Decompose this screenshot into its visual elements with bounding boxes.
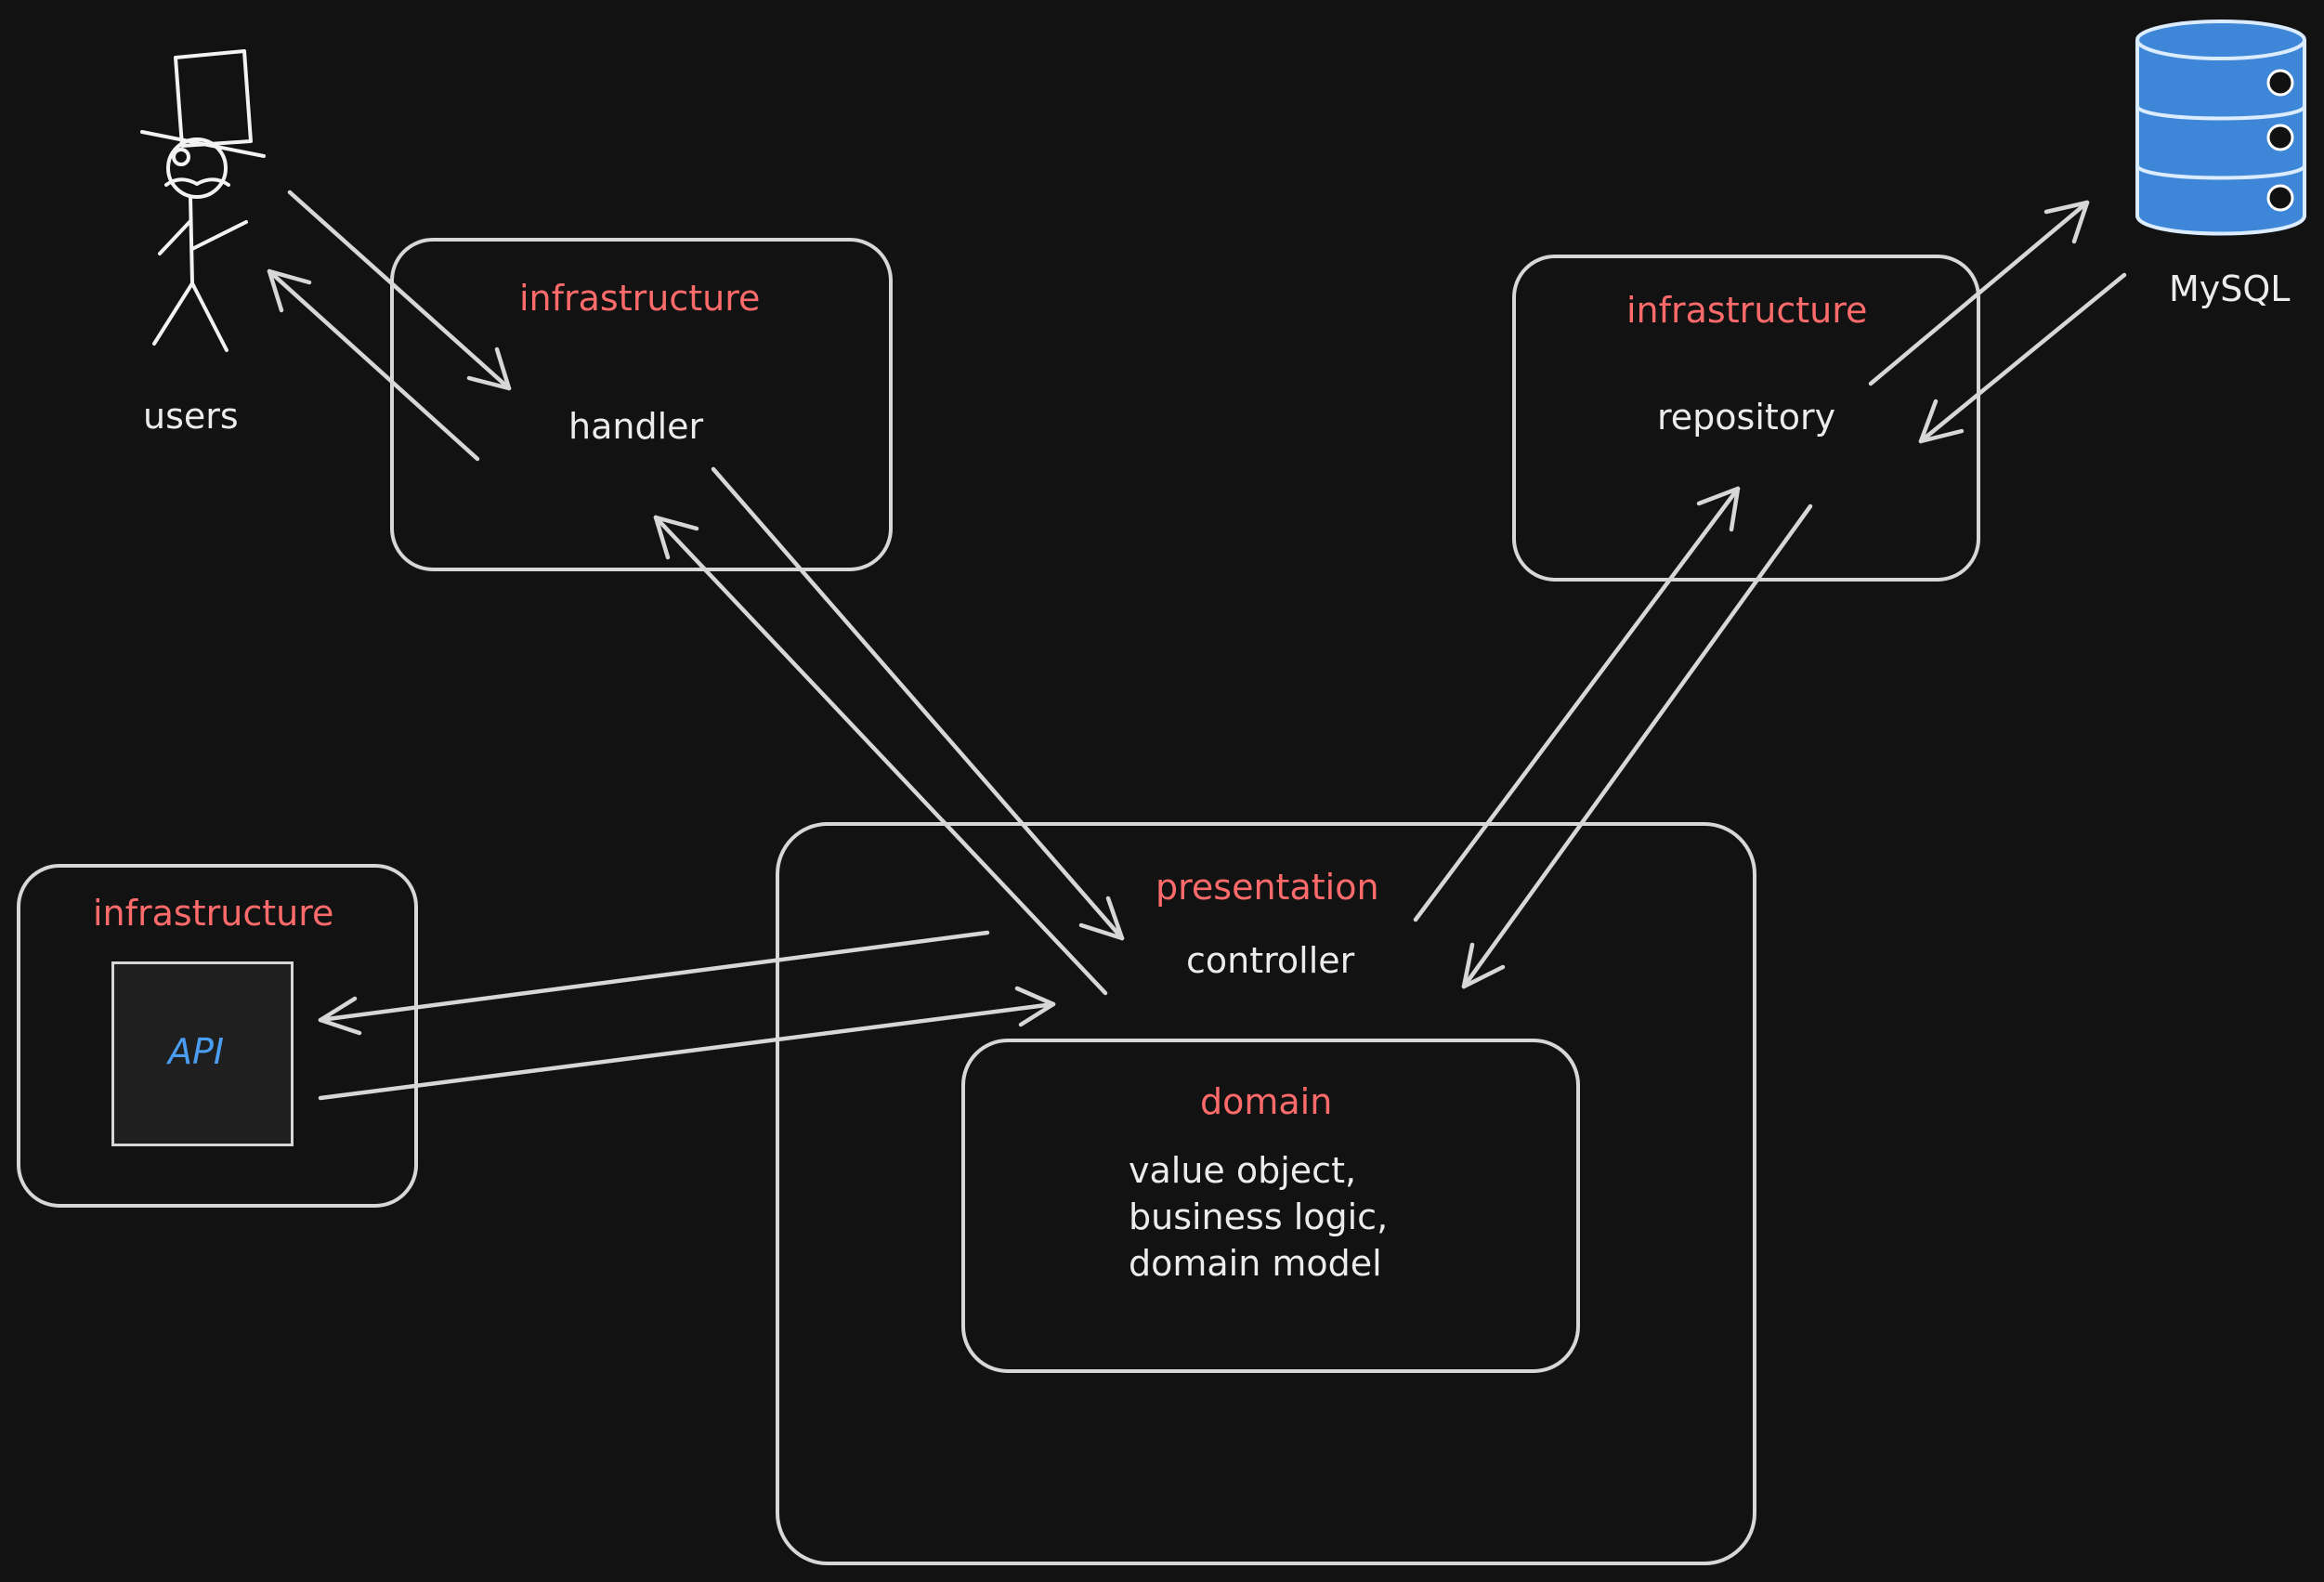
arrow-mysql-to-repository xyxy=(1918,272,2127,444)
handler-infrastructure-box xyxy=(390,238,893,571)
api-layer-label: infrastructure xyxy=(93,893,334,934)
users-label: users xyxy=(143,396,239,437)
api-infrastructure-box xyxy=(17,864,418,1208)
arrow-api-to-controller xyxy=(318,986,1056,1101)
handler-layer-label: infrastructure xyxy=(519,278,761,319)
arrow-controller-to-handler xyxy=(653,515,1108,996)
presentation-box xyxy=(776,822,1756,1565)
handler-label: handler xyxy=(568,406,704,447)
domain-content-label: value object, business logic, domain mod… xyxy=(1129,1150,1389,1284)
arrow-controller-to-api xyxy=(318,930,990,1036)
arrow-repository-to-controller xyxy=(1461,503,1813,989)
mysql-label: MySQL xyxy=(2169,268,2291,309)
repository-label: repository xyxy=(1657,397,1836,438)
domain-layer-label: domain xyxy=(1200,1081,1333,1122)
arrow-users-to-handler xyxy=(287,190,512,391)
presentation-layer-label: presentation xyxy=(1155,867,1379,908)
domain-box xyxy=(961,1039,1580,1373)
api-service-box xyxy=(111,961,294,1146)
arrow-handler-to-users xyxy=(267,268,480,462)
arrow-controller-to-repository xyxy=(1413,486,1741,922)
repository-layer-label: infrastructure xyxy=(1626,290,1868,331)
controller-label: controller xyxy=(1186,940,1355,981)
api-label: API xyxy=(168,1031,225,1072)
arrow-handler-to-controller xyxy=(711,466,1125,941)
repository-infrastructure-box xyxy=(1512,255,1980,582)
